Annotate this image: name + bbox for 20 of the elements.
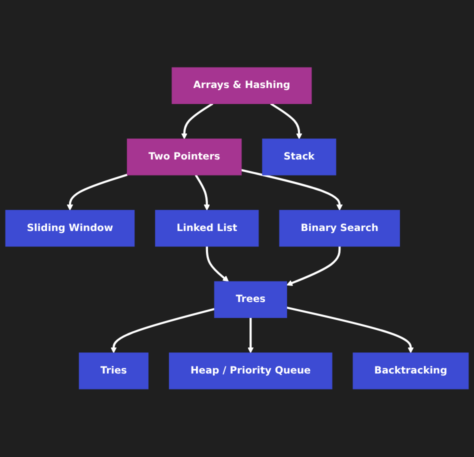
arrow bbox=[66, 174, 128, 211]
node-box: Two Pointers bbox=[126, 138, 242, 176]
arrow bbox=[286, 246, 341, 286]
node-box: Tries bbox=[78, 352, 148, 390]
arrow bbox=[248, 318, 254, 354]
arrow bbox=[241, 169, 343, 211]
node-box: Binary Search bbox=[279, 210, 400, 247]
node-box: Linked List bbox=[155, 210, 259, 247]
arrow bbox=[110, 308, 215, 354]
arrow bbox=[286, 306, 414, 354]
arrow bbox=[206, 246, 229, 282]
arrow bbox=[270, 102, 302, 140]
node-box: Trees bbox=[214, 281, 288, 318]
node-box: Stack bbox=[262, 138, 336, 176]
arrow bbox=[194, 174, 210, 211]
node-box: Sliding Window bbox=[5, 210, 135, 247]
node-box: Heap / Priority Queue bbox=[168, 352, 332, 390]
node-box: Arrays & Hashing bbox=[172, 68, 312, 104]
node-box: Backtracking bbox=[352, 352, 469, 390]
arrow bbox=[181, 102, 214, 140]
